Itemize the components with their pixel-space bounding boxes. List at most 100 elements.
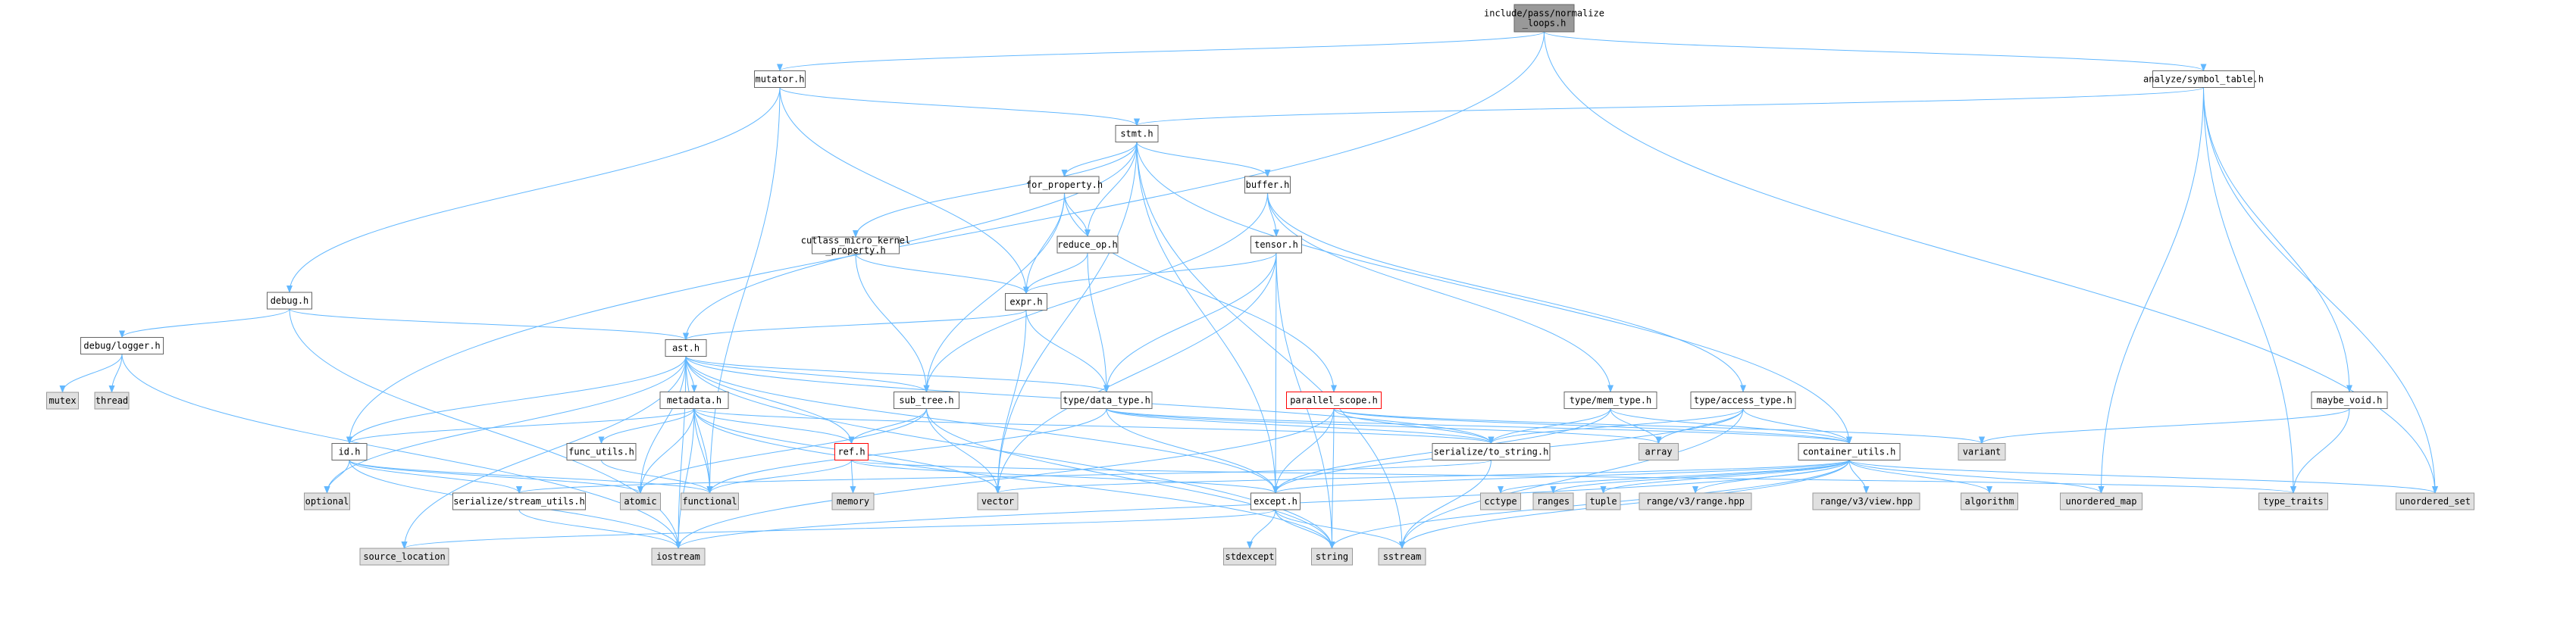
edge-stream_utils-to-iostream bbox=[518, 509, 681, 549]
node-label-sstream: sstream bbox=[1383, 551, 1422, 562]
edge-mutator-to-debug bbox=[286, 87, 781, 293]
edge-except-to-string bbox=[1275, 509, 1335, 549]
node-box-parallel_scope bbox=[1286, 392, 1382, 409]
node-label-container_utils: container_utils.h bbox=[1803, 447, 1896, 457]
edge-mem_type-to-container_utils bbox=[1610, 408, 1852, 445]
edge-debug_logger-to-mutex bbox=[59, 354, 123, 393]
node-box-stmt bbox=[1115, 125, 1159, 142]
edge-access_type-to-sstream bbox=[1399, 408, 1744, 549]
node-metadata[interactable]: metadata.h bbox=[659, 392, 729, 409]
node-reduce_op[interactable]: reduce_op.h bbox=[1056, 236, 1119, 254]
edge-ast-to-id bbox=[346, 356, 687, 445]
node-optional: optional bbox=[304, 492, 350, 510]
node-maybe_void[interactable]: maybe_void.h bbox=[2311, 392, 2388, 409]
edge-buffer-to-access_type bbox=[1267, 192, 1746, 393]
edge-mutator-to-functional bbox=[706, 87, 781, 494]
node-box-vector bbox=[977, 492, 1019, 510]
edge-except-to-source_location bbox=[401, 509, 1276, 549]
node-label-buffer: buffer.h bbox=[1246, 179, 1290, 190]
node-id[interactable]: id.h bbox=[331, 443, 368, 460]
node-box-sstream bbox=[1378, 548, 1426, 566]
node-box-range_v3_view bbox=[1812, 492, 1920, 510]
edge-serialize_to_string-to-sstream bbox=[1399, 460, 1491, 549]
node-stream_utils[interactable]: serialize/stream_utils.h bbox=[452, 492, 586, 510]
node-analyze[interactable]: analyze/symbol_table.h bbox=[2143, 70, 2264, 88]
node-box-id bbox=[331, 443, 368, 460]
node-ast[interactable]: ast.h bbox=[665, 339, 707, 357]
edge-stmt-to-container_utils bbox=[1136, 142, 1852, 445]
edge-tensor-to-expr bbox=[1023, 252, 1277, 295]
node-box-string bbox=[1311, 548, 1353, 566]
node-label-functional: functional bbox=[682, 496, 737, 507]
node-label-access_type: type/access_type.h bbox=[1694, 395, 1792, 406]
node-label-mutex: mutex bbox=[49, 395, 76, 406]
node-box-ast bbox=[665, 339, 707, 357]
node-debug[interactable]: debug.h bbox=[267, 292, 312, 310]
edge-ast-to-atomic bbox=[637, 356, 687, 494]
node-box-atomic bbox=[620, 492, 661, 510]
node-type_traits: type_traits bbox=[2258, 492, 2328, 510]
node-container_utils[interactable]: container_utils.h bbox=[1798, 443, 1901, 460]
node-root[interactable]: include/pass/normalize_loops.h bbox=[1484, 4, 1604, 33]
edge-expr-to-ast bbox=[683, 310, 1027, 341]
node-data_type[interactable]: type/data_type.h bbox=[1060, 392, 1153, 409]
edge-access_type-to-container_utils bbox=[1742, 408, 1852, 445]
node-cutlass[interactable]: cutlass_micro_kernel_property.h bbox=[801, 236, 911, 256]
edge-analyze-to-unordered_set bbox=[2203, 87, 2438, 494]
node-tuple: tuple bbox=[1585, 492, 1621, 510]
edge-metadata-to-functional bbox=[693, 408, 713, 494]
node-except[interactable]: except.h bbox=[1250, 492, 1301, 510]
edge-parallel_scope-to-serialize_to_string bbox=[1333, 408, 1495, 445]
node-label-range_v3_range: range/v3/range.hpp bbox=[1646, 496, 1745, 507]
edge-data_type-to-functional bbox=[706, 408, 1107, 494]
edge-container_utils-to-except bbox=[1272, 460, 1850, 494]
node-mutator[interactable]: mutator.h bbox=[754, 70, 806, 88]
node-label-sub_tree: sub_tree.h bbox=[899, 395, 953, 406]
node-for_property[interactable]: for_property.h bbox=[1026, 176, 1103, 194]
node-box-expr bbox=[1005, 293, 1047, 311]
node-expr[interactable]: expr.h bbox=[1005, 293, 1047, 311]
node-tensor[interactable]: tensor.h bbox=[1250, 236, 1302, 254]
edge-ref-to-functional bbox=[706, 460, 852, 494]
edge-ast-to-source_location bbox=[401, 356, 687, 549]
node-sub_tree[interactable]: sub_tree.h bbox=[894, 392, 959, 409]
node-access_type[interactable]: type/access_type.h bbox=[1690, 392, 1796, 409]
node-buffer[interactable]: buffer.h bbox=[1244, 176, 1291, 194]
node-box-algorithm bbox=[1961, 492, 2018, 510]
node-box-array bbox=[1639, 443, 1679, 460]
node-source_location: source_location bbox=[359, 548, 449, 566]
node-box-ranges bbox=[1532, 492, 1574, 510]
node-memory: memory bbox=[831, 492, 875, 510]
edge-expr-to-data_type bbox=[1025, 310, 1110, 393]
edge-stmt-to-reduce_op bbox=[1085, 142, 1138, 237]
node-func_utils[interactable]: func_utils.h bbox=[566, 443, 637, 460]
node-label-ref: ref.h bbox=[837, 447, 865, 457]
edge-stmt-to-vector bbox=[994, 142, 1138, 494]
edge-container_utils-to-sstream bbox=[1399, 460, 1850, 549]
node-label-except: except.h bbox=[1254, 496, 1297, 507]
node-serialize_to_string[interactable]: serialize/to_string.h bbox=[1432, 443, 1551, 460]
edge-data_type-to-except bbox=[1106, 408, 1279, 494]
node-ref[interactable]: ref.h bbox=[834, 443, 869, 460]
node-box-mutex bbox=[46, 392, 79, 410]
node-box-tensor bbox=[1250, 236, 1302, 254]
node-thread: thread bbox=[94, 392, 130, 410]
edge-analyze-to-maybe_void bbox=[2203, 87, 2352, 393]
node-mem_type[interactable]: type/mem_type.h bbox=[1563, 392, 1657, 409]
edge-container_utils-to-vector bbox=[995, 460, 1850, 494]
node-label-unordered_map: unordered_map bbox=[2066, 496, 2137, 507]
edge-tensor-to-vector bbox=[994, 252, 1277, 494]
node-box-debug_logger bbox=[80, 337, 164, 354]
node-range_v3_view: range/v3/view.hpp bbox=[1812, 492, 1920, 510]
edge-id-to-functional bbox=[349, 460, 713, 494]
node-stmt[interactable]: stmt.h bbox=[1115, 125, 1159, 142]
edge-ref-to-memory bbox=[850, 460, 856, 494]
node-label-ranges: ranges bbox=[1537, 496, 1570, 507]
node-box-except bbox=[1250, 492, 1301, 510]
node-parallel_scope[interactable]: parallel_scope.h bbox=[1286, 392, 1382, 409]
node-label-serialize_to_string: serialize/to_string.h bbox=[1434, 447, 1549, 457]
node-debug_logger[interactable]: debug/logger.h bbox=[80, 337, 164, 354]
edge-id-to-atomic bbox=[349, 460, 643, 494]
edge-func_utils-to-functional bbox=[601, 460, 713, 494]
